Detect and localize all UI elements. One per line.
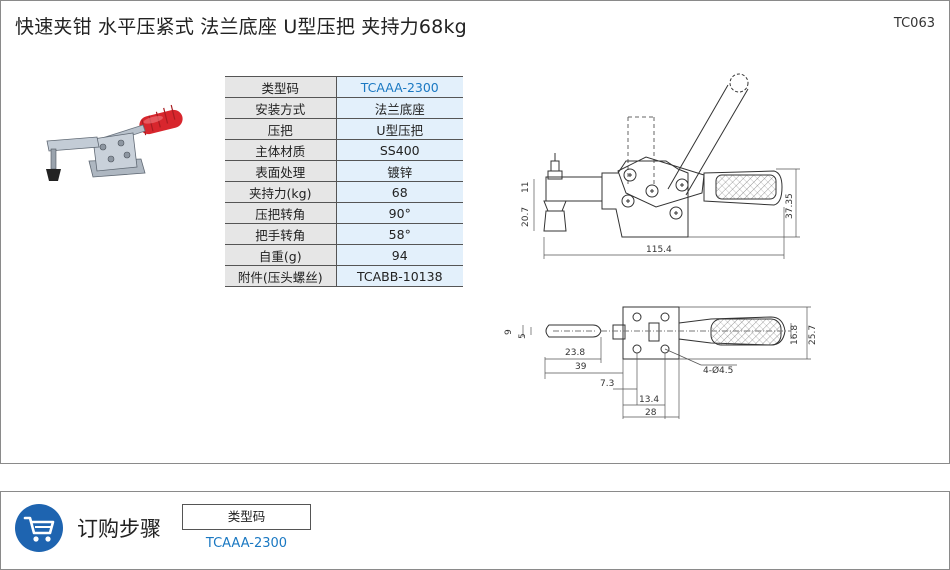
dim-39: 39 [575,362,587,372]
spec-value: 法兰底座 [336,97,463,119]
dim-13-4: 13.4 [639,395,659,405]
spec-value: 58° [336,223,463,245]
spec-value: 90° [336,202,463,224]
spec-key: 主体材质 [225,139,337,161]
page-title: 快速夹钳 水平压紧式 法兰底座 U型压把 夹持力68kg [15,16,467,38]
spec-table: 类型码 TCAAA-2300 安装方式 法兰底座 压把 U型压把 主体材质 SS… [225,76,463,287]
product-panel: 快速夹钳 水平压紧式 法兰底座 U型压把 夹持力68kg TC063 类型码 [0,0,950,464]
spec-value: SS400 [336,139,463,161]
spec-key: 把手转角 [225,223,337,245]
spec-value: 68 [336,181,463,203]
dim-28: 28 [645,408,657,418]
spec-key: 自重(g) [225,244,337,266]
dim-23-8: 23.8 [565,348,585,358]
table-row: 自重(g) 94 [225,244,463,266]
table-row: 把手转角 58° [225,223,463,245]
spec-key: 表面处理 [225,160,337,182]
table-row: 表面处理 镀锌 [225,160,463,182]
shopping-cart-icon [15,504,63,552]
spec-key: 压把 [225,118,337,140]
dim-11: 11 [521,182,531,193]
dim-9: 9 [504,329,514,335]
dim-25-7: 25.7 [808,325,818,345]
dim-37-35: 37.35 [785,193,795,219]
spec-key: 类型码 [225,76,337,98]
type-code-label: 类型码 [182,504,311,530]
spec-key: 附件(压头螺丝) [225,265,337,287]
hole-label: 4-Ø4.5 [703,365,733,376]
type-code-value[interactable]: TCAAA-2300 [205,536,288,551]
side-view-drawing: 115.4 11 20.7 37.35 [521,73,800,259]
dim-7-3: 7.3 [600,379,614,389]
table-row: 压把转角 90° [225,202,463,224]
order-title: 订购步骤 [77,517,161,541]
table-row: 附件(压头螺丝) TCABB-10138 [225,265,463,287]
spec-value: 镀锌 [336,160,463,182]
table-row: 压把 U型压把 [225,118,463,140]
dim-16-8: 16.8 [790,325,800,345]
table-row: 类型码 TCAAA-2300 [225,76,463,98]
spec-key: 安装方式 [225,97,337,119]
spec-key: 压把转角 [225,202,337,224]
product-code: TC063 [893,16,935,31]
top-view-drawing: 9 5 23.8 39 7.3 13.4 28 16.8 25.7 4-Ø4.5 [504,306,818,419]
table-row: 安装方式 法兰底座 [225,97,463,119]
spec-value: TCABB-10138 [336,265,463,287]
dim-5: 5 [518,333,528,339]
table-row: 主体材质 SS400 [225,139,463,161]
spec-value: TCAAA-2300 [336,76,463,98]
dim-115-4: 115.4 [646,245,672,255]
dim-20-7: 20.7 [521,207,531,227]
product-photo [46,104,183,181]
table-row: 夹持力(kg) 68 [225,181,463,203]
spec-value: U型压把 [336,118,463,140]
spec-key: 夹持力(kg) [225,181,337,203]
order-panel: 订购步骤 类型码 TCAAA-2300 [0,491,950,570]
spec-value: 94 [336,244,463,266]
